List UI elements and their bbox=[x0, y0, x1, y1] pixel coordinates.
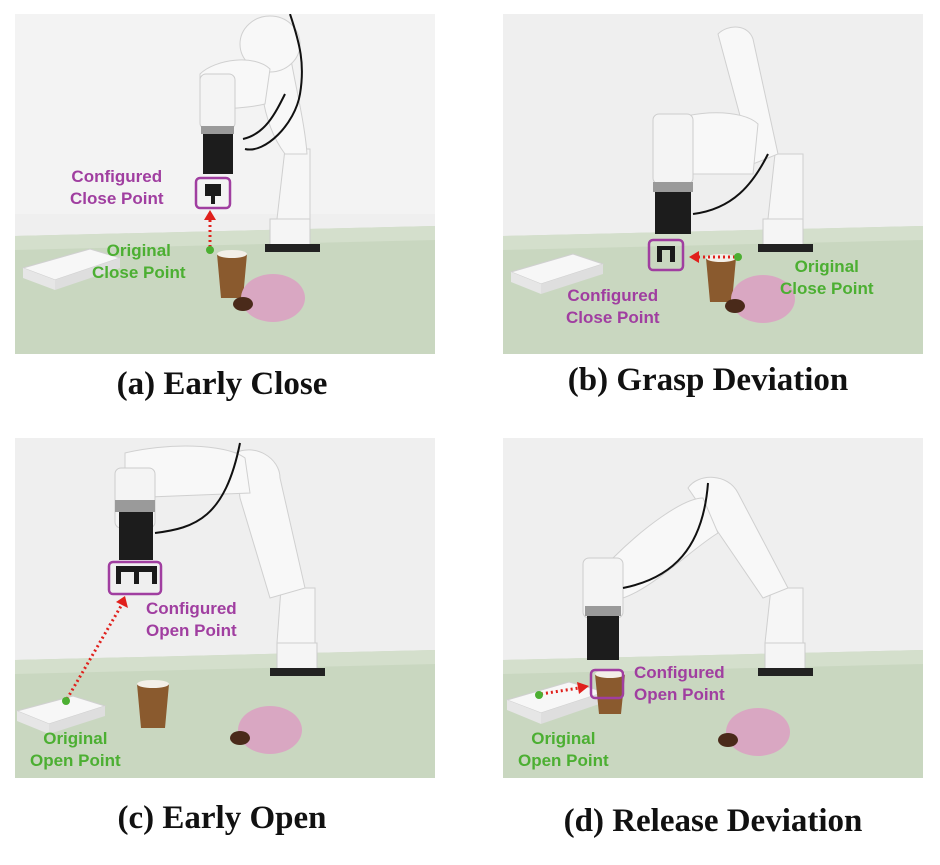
caption-early-close: (a) Early Close bbox=[116, 366, 328, 402]
photo-grasp-deviation bbox=[503, 14, 923, 354]
caption-grasp-deviation: (b) Grasp Deviation bbox=[567, 362, 849, 398]
photo-early-open bbox=[15, 438, 435, 778]
caption-early-open: (c) Early Open bbox=[117, 800, 327, 836]
photo-release-deviation bbox=[503, 438, 923, 778]
photo-early-close bbox=[15, 14, 435, 354]
caption-release-deviation: (d) Release Deviation bbox=[563, 803, 863, 839]
